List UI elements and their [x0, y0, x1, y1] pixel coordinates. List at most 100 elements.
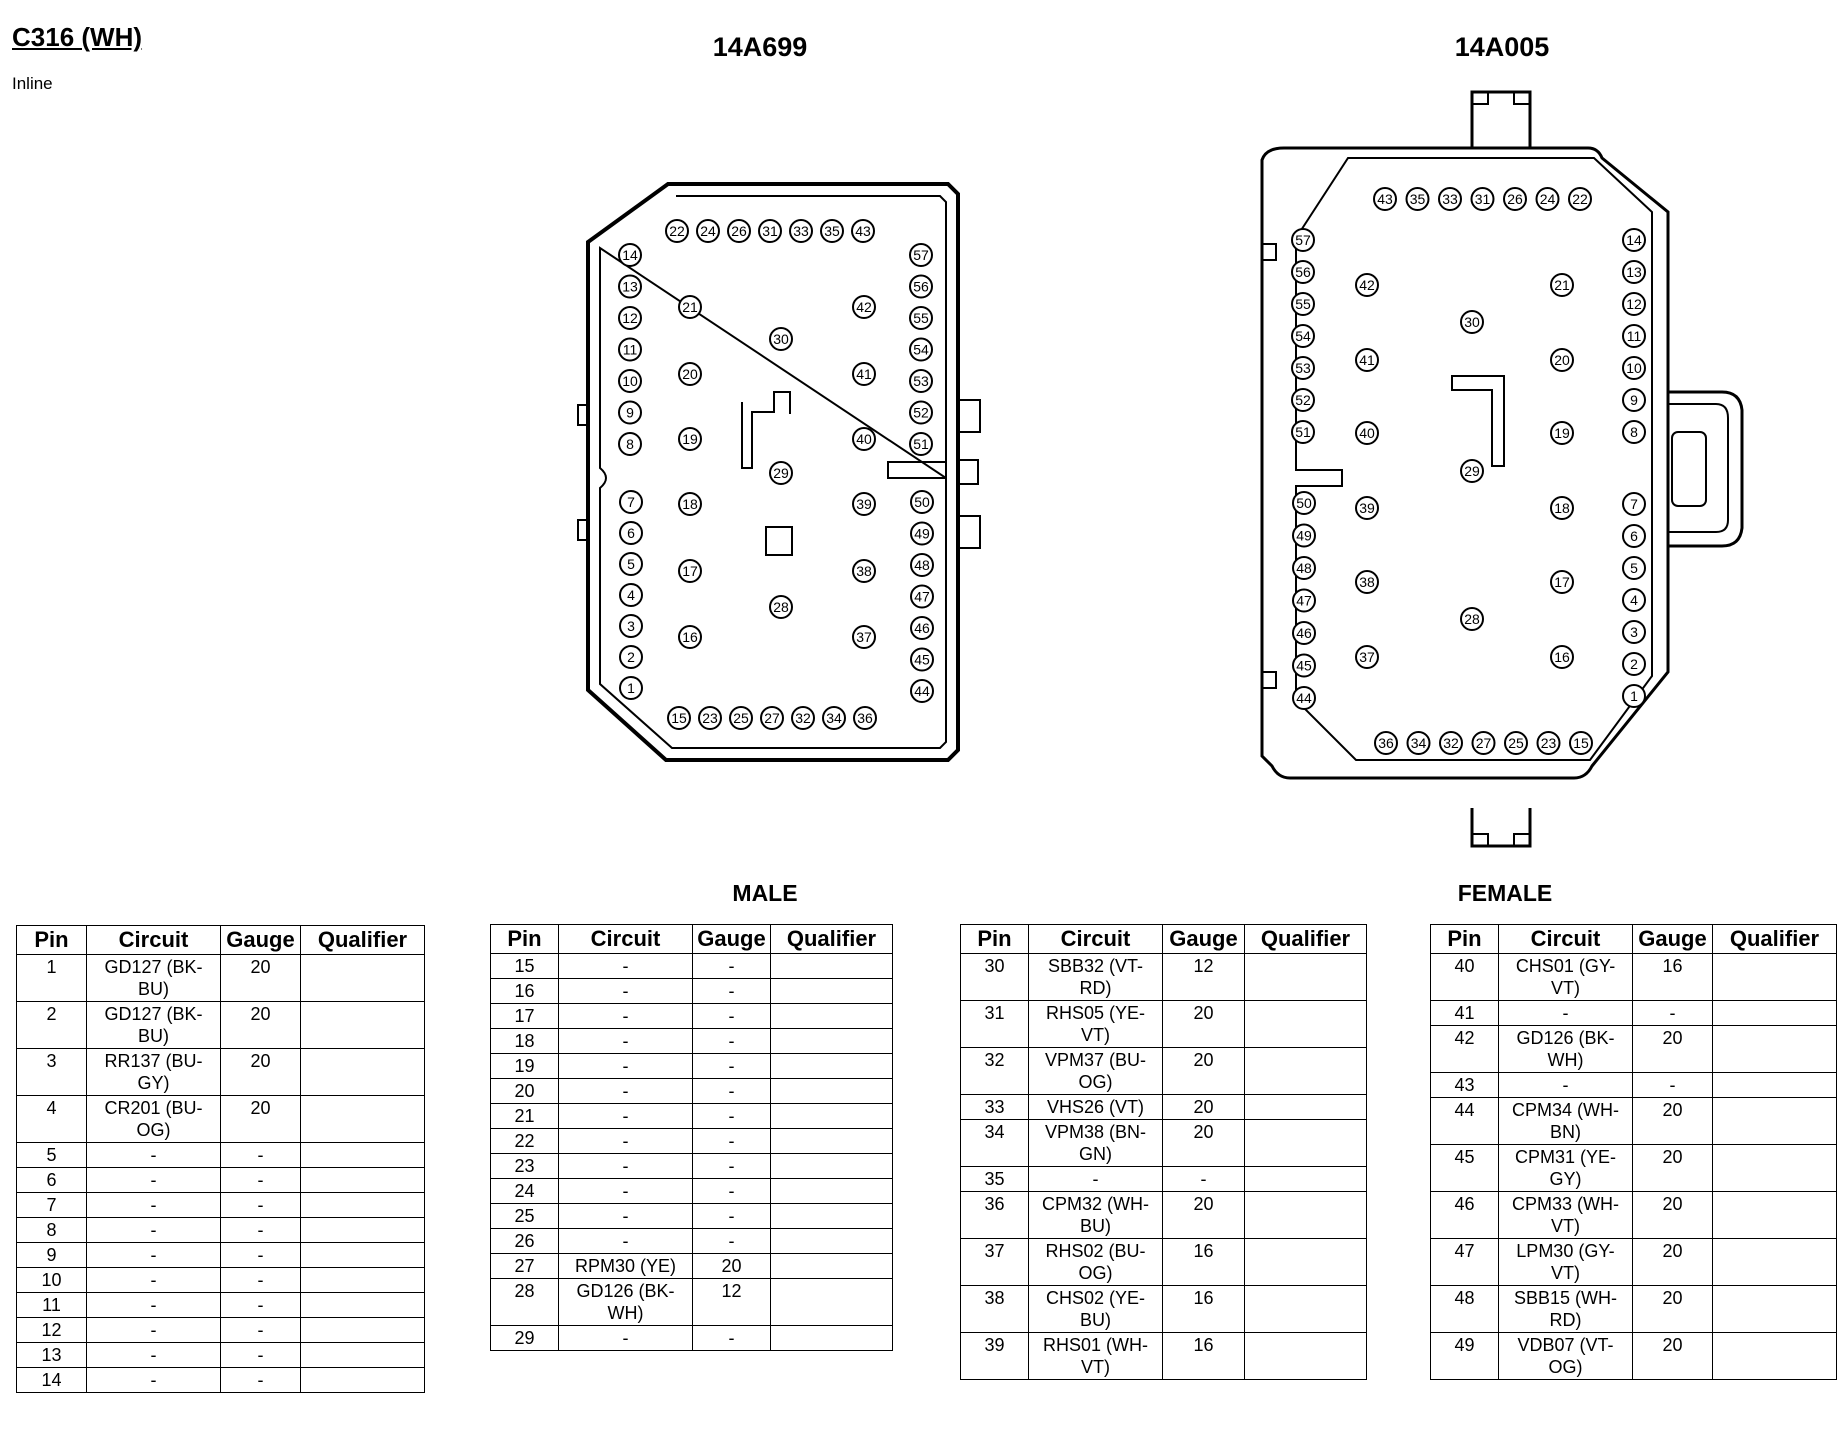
table-row: 20--	[490, 1078, 893, 1104]
cell-pin: 18	[490, 1028, 559, 1054]
cell-gauge: 20	[1162, 1119, 1245, 1167]
cell-circuit: -	[86, 1167, 221, 1193]
column-header-pin: Pin	[490, 924, 559, 954]
cell-pin: 39	[960, 1332, 1029, 1380]
cell-gauge: 16	[1162, 1285, 1245, 1333]
pin-number: 48	[914, 557, 930, 573]
pin-number: 55	[1295, 296, 1311, 312]
pin-number: 3	[1630, 624, 1638, 640]
cell-qualifier	[1244, 1191, 1367, 1239]
cell-gauge: 16	[1632, 953, 1713, 1001]
pin-number: 49	[914, 526, 930, 542]
pin-number: 31	[1475, 191, 1491, 207]
cell-pin: 3	[16, 1048, 87, 1096]
column-header-gauge: Gauge	[220, 925, 301, 955]
pin-number: 22	[669, 223, 685, 239]
pin-6: 6	[1622, 524, 1646, 548]
table-row: 14--	[16, 1367, 425, 1393]
cell-gauge: 20	[1632, 1025, 1713, 1073]
cell-gauge: -	[220, 1317, 301, 1343]
pin-10: 10	[1622, 356, 1646, 380]
pin-number: 22	[1572, 191, 1588, 207]
cell-circuit: -	[1498, 1000, 1633, 1026]
cell-pin: 37	[960, 1238, 1029, 1286]
pin-48: 48	[1292, 556, 1316, 580]
cell-pin: 27	[490, 1253, 559, 1279]
cell-circuit: CR201 (BU-OG)	[86, 1095, 221, 1143]
cell-circuit: SBB32 (VT-RD)	[1028, 953, 1163, 1001]
cell-gauge: -	[692, 1178, 771, 1204]
cell-pin: 35	[960, 1166, 1029, 1192]
pin-46: 46	[910, 616, 934, 640]
pin-number: 33	[793, 223, 809, 239]
pin-42: 42	[1355, 273, 1379, 297]
cell-gauge: -	[692, 1053, 771, 1079]
cell-qualifier	[770, 1325, 893, 1351]
cell-circuit: -	[1498, 1072, 1633, 1098]
pin-35: 35	[1405, 187, 1430, 211]
cell-qualifier	[770, 1203, 893, 1229]
cell-pin: 41	[1430, 1000, 1499, 1026]
pin-32: 32	[1439, 731, 1463, 755]
cell-gauge: 20	[1162, 1094, 1245, 1120]
cell-circuit: -	[558, 1178, 693, 1204]
cell-pin: 26	[490, 1228, 559, 1254]
cell-gauge: -	[220, 1292, 301, 1318]
pin-number: 42	[1359, 277, 1375, 293]
cell-circuit: -	[86, 1367, 221, 1393]
pin-number: 19	[1554, 425, 1570, 441]
cell-qualifier	[300, 1217, 425, 1243]
cell-pin: 45	[1430, 1144, 1499, 1192]
table-row: 19--	[490, 1053, 893, 1079]
pin-42: 42	[852, 295, 876, 319]
pin-2: 2	[1622, 652, 1646, 676]
pin-number: 45	[1296, 658, 1312, 674]
pin-number: 29	[773, 465, 789, 481]
pin-28: 28	[769, 595, 793, 619]
pin-7: 7	[1622, 492, 1646, 516]
cell-pin: 20	[490, 1078, 559, 1104]
cell-gauge: -	[692, 953, 771, 979]
pin-number: 50	[914, 494, 930, 510]
cell-qualifier	[1244, 1285, 1367, 1333]
cell-circuit: -	[558, 1153, 693, 1179]
cell-qualifier	[300, 1142, 425, 1168]
pin-38: 38	[852, 559, 876, 583]
male-label: MALE	[732, 880, 798, 906]
cell-qualifier	[770, 1003, 893, 1029]
table-row: 35--	[960, 1166, 1367, 1192]
pin-number: 33	[1442, 191, 1458, 207]
pin-45: 45	[910, 647, 934, 672]
pin-number: 11	[623, 342, 638, 358]
pin-number: 43	[855, 223, 871, 239]
cell-pin: 11	[16, 1292, 87, 1318]
pin-12: 12	[618, 306, 642, 330]
cell-circuit: -	[558, 1028, 693, 1054]
table-row: 6--	[16, 1167, 425, 1193]
pin-number: 47	[1296, 593, 1312, 609]
pin-18: 18	[1550, 496, 1574, 520]
pin-20: 20	[678, 362, 702, 386]
pin-49: 49	[1292, 523, 1316, 548]
table-row: 18--	[490, 1028, 893, 1054]
pin-25: 25	[1504, 731, 1528, 755]
pin-3: 3	[1622, 620, 1646, 644]
pin-41: 41	[852, 362, 876, 386]
table-row: 26--	[490, 1228, 893, 1254]
cell-circuit: -	[558, 1228, 693, 1254]
pin-number: 2	[627, 649, 635, 665]
pin-number: 56	[1295, 264, 1311, 280]
pin-36: 36	[853, 706, 877, 730]
table-row: 7--	[16, 1192, 425, 1218]
pin-9: 9	[618, 400, 642, 425]
pin-number: 3	[627, 618, 635, 634]
cell-pin: 47	[1430, 1238, 1499, 1286]
cell-pin: 36	[960, 1191, 1029, 1239]
cell-gauge: 20	[1162, 1191, 1245, 1239]
cell-pin: 21	[490, 1103, 559, 1129]
cell-gauge: -	[692, 1003, 771, 1029]
pin-number: 5	[627, 556, 635, 572]
